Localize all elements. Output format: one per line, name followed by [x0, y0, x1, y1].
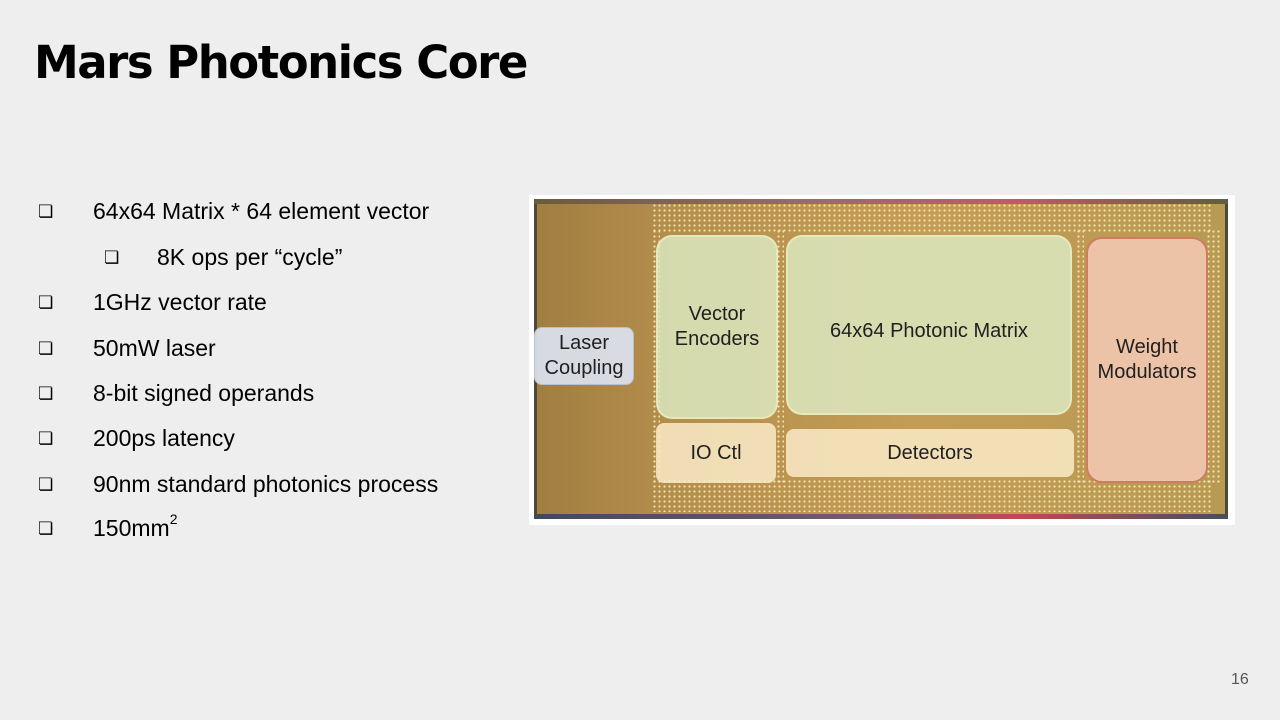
io-ctl-block: IO Ctl	[656, 423, 776, 483]
checkbox-bullet-icon: ❏	[38, 475, 54, 494]
die-texture	[652, 479, 1212, 512]
block-label-line: Weight	[1116, 336, 1178, 358]
bullet-item: ❏ 90nm standard photonics process	[38, 471, 438, 497]
block-label: IO Ctl	[690, 441, 742, 464]
photonic-matrix-block: 64x64 Photonic Matrix	[786, 235, 1072, 415]
bullet-text: 64x64 Matrix * 64 element vector	[93, 198, 430, 224]
die-top-edge	[534, 199, 1228, 204]
block-label-line: Coupling	[544, 357, 624, 379]
die-texture	[652, 203, 1212, 233]
checkbox-bullet-icon: ❏	[38, 429, 54, 448]
block-label: Detectors	[887, 441, 973, 464]
bullet-text: 50mW laser	[93, 335, 216, 361]
bullet-item: ❏ 150mm2	[38, 511, 178, 541]
bullet-item: ❏ 64x64 Matrix * 64 element vector	[38, 198, 429, 224]
checkbox-bullet-icon: ❏	[38, 519, 54, 538]
bullet-list: ❏ 64x64 Matrix * 64 element vector ❏ 8K …	[0, 0, 500, 720]
slide-title: Mars Photonics Core	[34, 36, 528, 89]
bullet-text: 1GHz vector rate	[93, 289, 267, 315]
block-label-line: Encoders	[674, 328, 760, 350]
block-label-line: Modulators	[1097, 361, 1197, 383]
block-label: 64x64 Photonic Matrix	[830, 320, 1028, 342]
chip-die-diagram: Vector Encoders 64x64 Photonic Matrix We…	[534, 199, 1228, 519]
area-value: 150mm	[93, 515, 170, 541]
checkbox-bullet-icon: ❏	[38, 384, 54, 403]
bullet-item: ❏ 8-bit signed operands	[38, 380, 314, 406]
bullet-text: 90nm standard photonics process	[93, 471, 439, 497]
weight-modulators-block: Weight Modulators	[1086, 237, 1208, 483]
vector-encoders-block: Vector Encoders	[656, 235, 778, 419]
checkbox-bullet-icon: ❏	[38, 339, 54, 358]
die-bottom-edge	[534, 514, 1228, 519]
die-texture	[1206, 229, 1220, 484]
page-number: 16	[1231, 671, 1249, 688]
die-texture	[1076, 229, 1084, 484]
detectors-block: Detectors	[786, 429, 1074, 477]
checkbox-bullet-icon: ❏	[38, 202, 54, 221]
bullet-item: ❏ 200ps latency	[38, 425, 235, 451]
bullet-text: 150mm2	[93, 511, 178, 542]
bullet-text: 8K ops per “cycle”	[157, 244, 343, 270]
bullet-item: ❏ 50mW laser	[38, 335, 216, 361]
bullet-text: 200ps latency	[93, 425, 235, 451]
block-label-line: Vector	[688, 303, 746, 325]
checkbox-bullet-icon: ❏	[104, 248, 120, 267]
bullet-item: ❏ 1GHz vector rate	[38, 289, 267, 315]
laser-coupling-block: Laser Coupling	[534, 327, 634, 385]
block-label-line: Laser	[558, 332, 609, 354]
die-texture	[776, 229, 784, 484]
checkbox-bullet-icon: ❏	[38, 293, 54, 312]
superscript: 2	[169, 511, 178, 527]
sub-bullet-item: ❏ 8K ops per “cycle”	[104, 244, 342, 270]
bullet-text: 8-bit signed operands	[93, 380, 315, 406]
